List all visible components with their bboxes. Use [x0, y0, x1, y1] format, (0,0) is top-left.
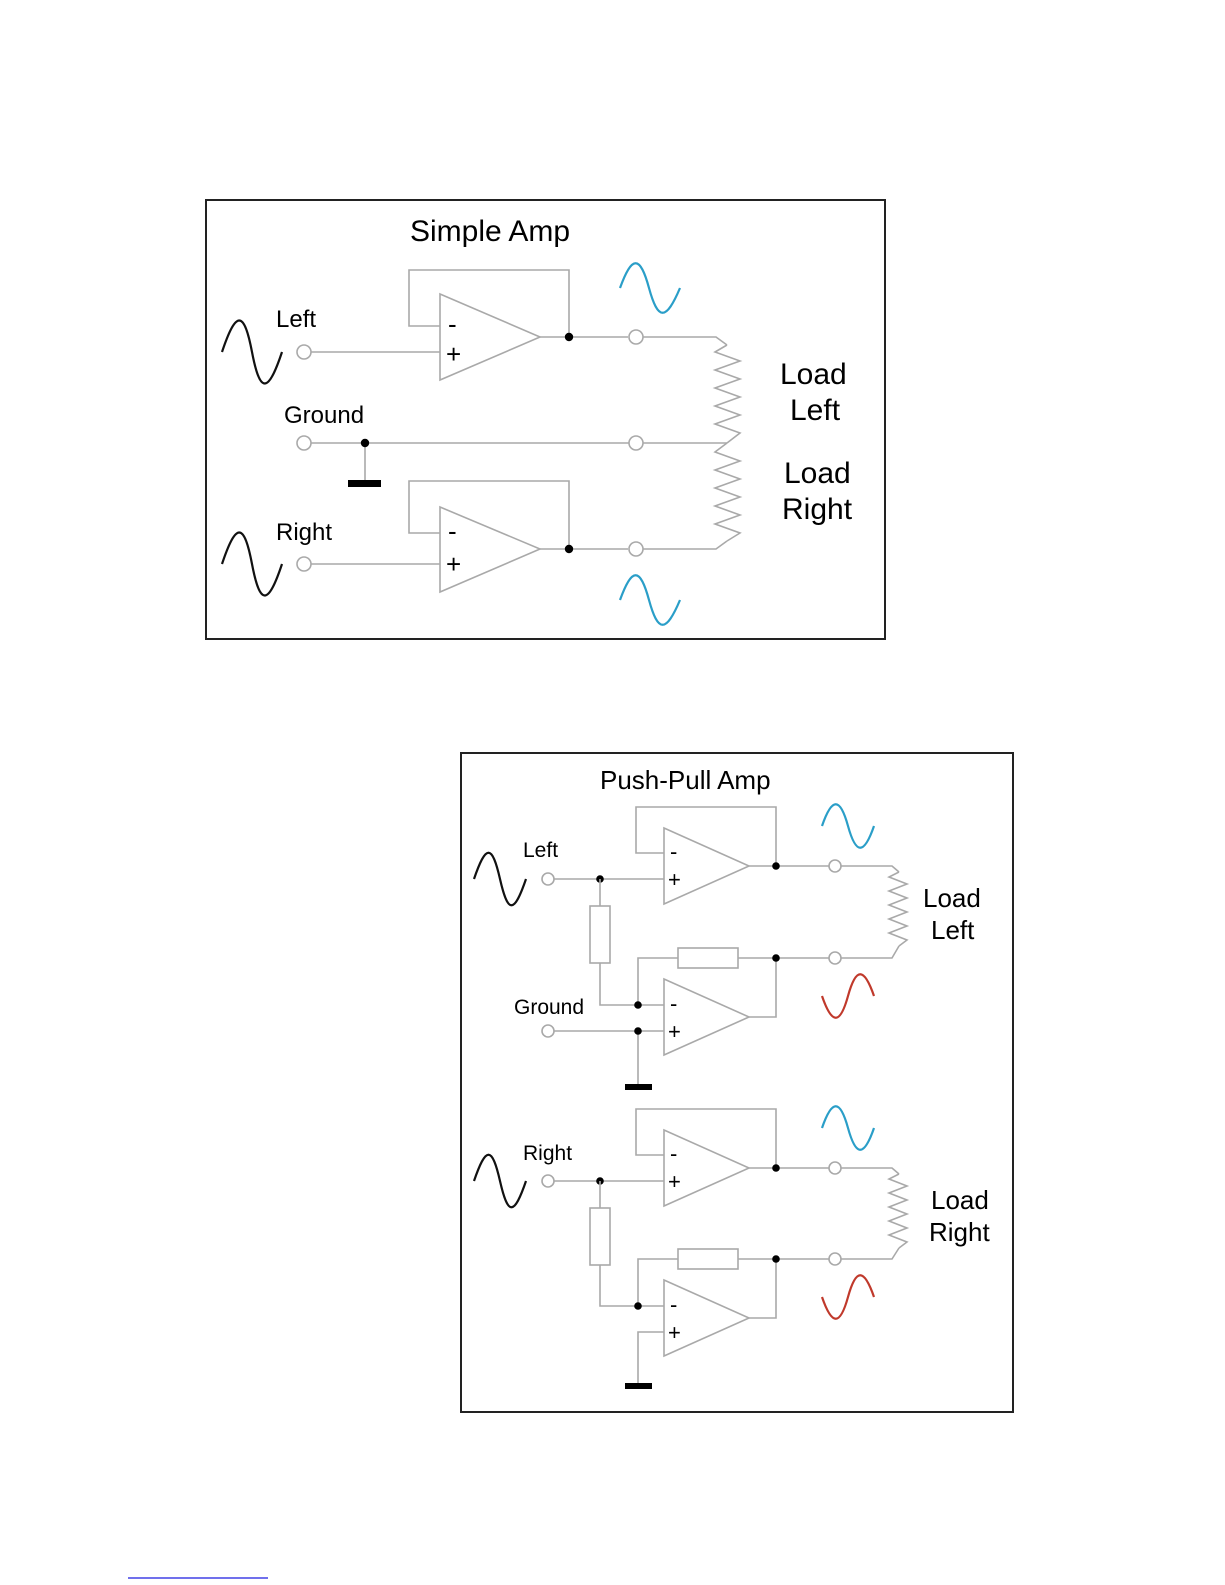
minus-sign: - — [670, 1292, 677, 1317]
left-input-label: Left — [523, 839, 558, 862]
minus-sign: - — [448, 516, 457, 546]
load-right-label: Right — [929, 1217, 990, 1247]
load-right-label: Right — [782, 493, 853, 526]
ground-input-label: Ground — [514, 996, 584, 1019]
input-resistor-left — [590, 906, 610, 963]
load-right-label: Load — [784, 457, 851, 490]
input-terminal-right — [542, 1175, 554, 1187]
junction-dot — [634, 1001, 642, 1009]
plus-sign: + — [668, 1320, 681, 1345]
push-pull-amp-diagram: Push-Pull Amp - + - + — [461, 753, 1013, 1412]
load-left-label: Load — [923, 883, 981, 913]
junction-dot — [772, 1255, 780, 1263]
push-pull-amp-title: Push-Pull Amp — [600, 765, 771, 795]
simple-amp-diagram: Simple Amp - + - + — [206, 200, 885, 639]
left-input-label: Left — [276, 306, 316, 333]
minus-sign: - — [448, 309, 457, 339]
output-terminal-left-pos — [829, 860, 841, 872]
load-left-label: Left — [931, 915, 975, 945]
output-terminal-left — [629, 330, 643, 344]
junction-dot — [361, 439, 369, 447]
plus-sign: + — [446, 549, 461, 579]
junction-dot — [565, 333, 573, 341]
plus-sign: + — [446, 339, 461, 369]
junction-dot — [772, 862, 780, 870]
right-input-label: Right — [276, 519, 332, 546]
junction-dot — [772, 1164, 780, 1172]
junction-dot — [772, 954, 780, 962]
load-left-label: Left — [790, 394, 841, 427]
plus-sign: + — [668, 1169, 681, 1194]
plus-sign: + — [668, 867, 681, 892]
output-terminal-right — [629, 542, 643, 556]
input-terminal-ground — [297, 436, 311, 450]
junction-dot — [634, 1027, 642, 1035]
junction-dot — [565, 545, 573, 553]
junction-dot — [634, 1302, 642, 1310]
ground-symbol — [625, 1084, 652, 1090]
input-terminal-ground — [542, 1025, 554, 1037]
input-terminal-right — [297, 557, 311, 571]
load-right-label: Load — [931, 1185, 989, 1215]
minus-sign: - — [670, 1141, 677, 1166]
minus-sign: - — [670, 991, 677, 1016]
input-terminal-left — [297, 345, 311, 359]
right-input-label: Right — [523, 1142, 572, 1165]
ground-input-label: Ground — [284, 402, 364, 429]
minus-sign: - — [670, 839, 677, 864]
simple-amp-title: Simple Amp — [410, 215, 570, 248]
output-terminal-ground — [629, 436, 643, 450]
input-terminal-left — [542, 873, 554, 885]
output-terminal-right-neg — [829, 1253, 841, 1265]
ground-symbol — [348, 480, 381, 487]
output-terminal-right-pos — [829, 1162, 841, 1174]
plus-sign: + — [668, 1019, 681, 1044]
load-left-label: Load — [780, 358, 847, 391]
ground-symbol — [625, 1383, 652, 1389]
feedback-resistor-right — [678, 1249, 738, 1269]
output-terminal-left-neg — [829, 952, 841, 964]
feedback-resistor-left — [678, 948, 738, 968]
input-resistor-right — [590, 1208, 610, 1265]
